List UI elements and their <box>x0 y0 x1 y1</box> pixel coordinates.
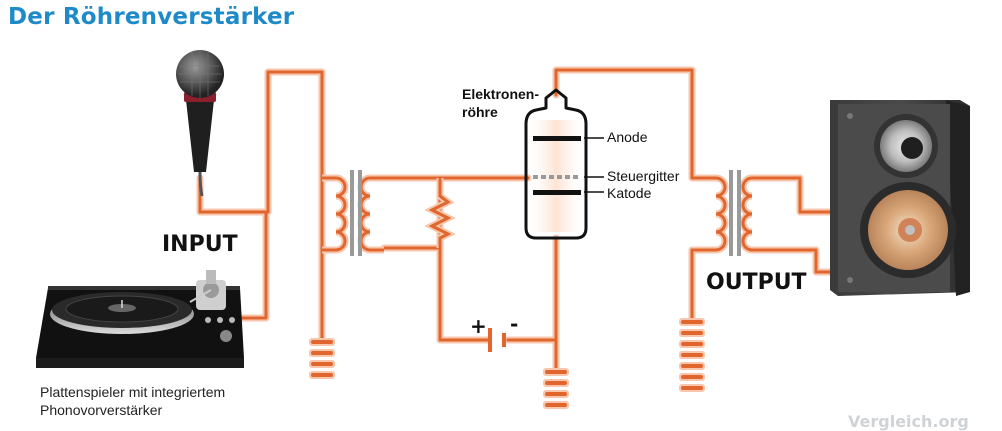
anode-label: Anode <box>607 129 648 145</box>
page-title: Der Röhrenverstärker <box>8 4 295 30</box>
turntable-caption-line1: Plattenspieler mit integriertem <box>40 384 226 400</box>
ground-icon <box>679 318 705 392</box>
output-label: OUTPUT <box>706 270 807 295</box>
microphone-icon <box>176 50 224 197</box>
cathode-label: Katode <box>607 185 652 201</box>
tube-label-line2: röhre <box>462 104 498 120</box>
turntable-caption-line2: Phonovorverstärker <box>40 402 163 418</box>
grid-label: Steuergitter <box>607 168 680 184</box>
ground-icon <box>309 338 335 379</box>
input-label: INPUT <box>162 232 238 257</box>
input-transformer-icon <box>322 170 384 256</box>
speaker-icon <box>830 100 970 296</box>
battery-minus-label: - <box>510 312 519 336</box>
circuit-wires <box>196 66 834 374</box>
ground-icon <box>543 368 569 409</box>
turntable-icon <box>36 270 244 368</box>
watermark: Vergleich.org <box>848 412 969 431</box>
battery-icon <box>488 328 506 352</box>
ground-symbols <box>309 318 705 409</box>
battery-plus-label: + <box>470 314 487 338</box>
resistor-icon <box>424 178 456 248</box>
output-transformer-icon <box>708 170 764 256</box>
vacuum-tube-icon <box>524 88 604 240</box>
tube-label-line1: Elektronen- <box>462 86 540 102</box>
